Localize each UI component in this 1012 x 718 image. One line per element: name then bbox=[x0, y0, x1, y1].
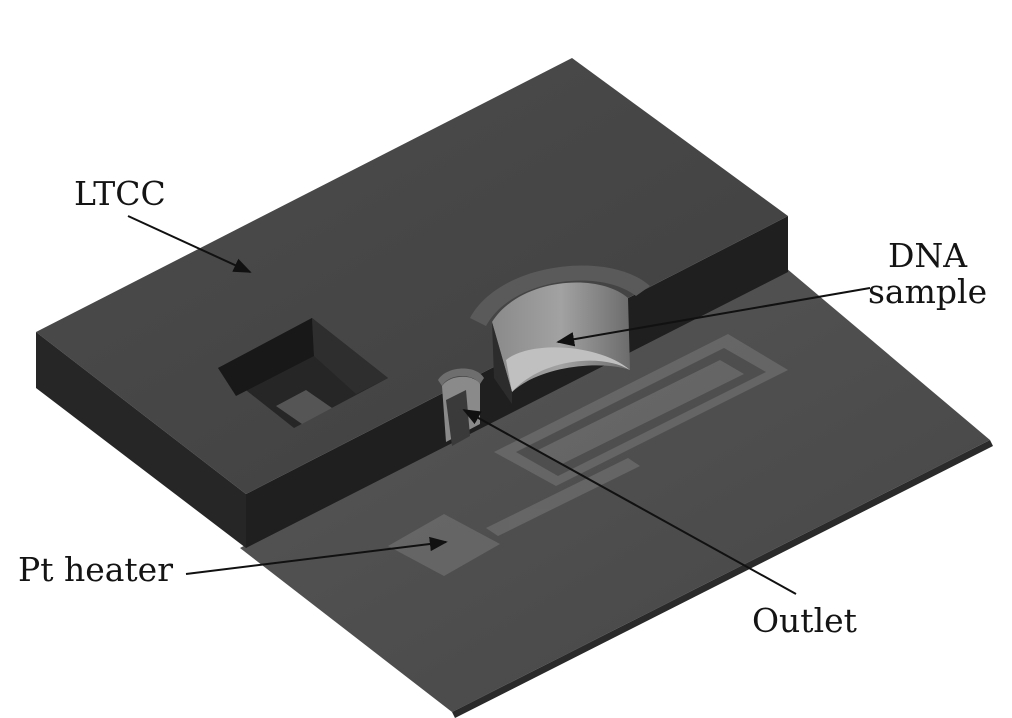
pt-heater-meander-slot bbox=[538, 360, 744, 464]
outlet-label: Outlet bbox=[752, 601, 857, 640]
ltcc-leader bbox=[127, 215, 252, 273]
well-floor bbox=[506, 347, 630, 392]
pt-heater-leader bbox=[185, 536, 448, 575]
well-cut-edge bbox=[492, 322, 512, 404]
cavity-back-wall bbox=[218, 318, 314, 396]
square-cavity bbox=[218, 318, 388, 428]
substrate bbox=[240, 268, 993, 718]
dna-sample-label-line2: sample bbox=[868, 271, 988, 311]
leader-lines bbox=[127, 215, 871, 595]
ltcc-top-face bbox=[36, 58, 788, 494]
dna-sample-label-line1: DNA bbox=[887, 236, 968, 275]
pt-heater-label: Pt heater bbox=[18, 550, 173, 589]
ltcc-label: LTCC bbox=[74, 174, 166, 213]
outlet-hole bbox=[438, 368, 484, 446]
ltcc-front-face bbox=[36, 332, 246, 548]
substrate-top-face bbox=[240, 268, 990, 712]
outlet-channel bbox=[446, 390, 470, 446]
pt-heater-lead bbox=[486, 458, 640, 536]
dna-sample-leader bbox=[556, 287, 871, 347]
cavity-floor-electrode bbox=[276, 390, 332, 424]
outlet-leader bbox=[462, 409, 797, 595]
substrate-edge bbox=[452, 440, 993, 718]
outlet-rim bbox=[438, 368, 484, 386]
dna-sample-label: DNA sample bbox=[868, 238, 987, 309]
cavity-side-wall bbox=[312, 318, 388, 394]
well-rim bbox=[470, 265, 650, 326]
